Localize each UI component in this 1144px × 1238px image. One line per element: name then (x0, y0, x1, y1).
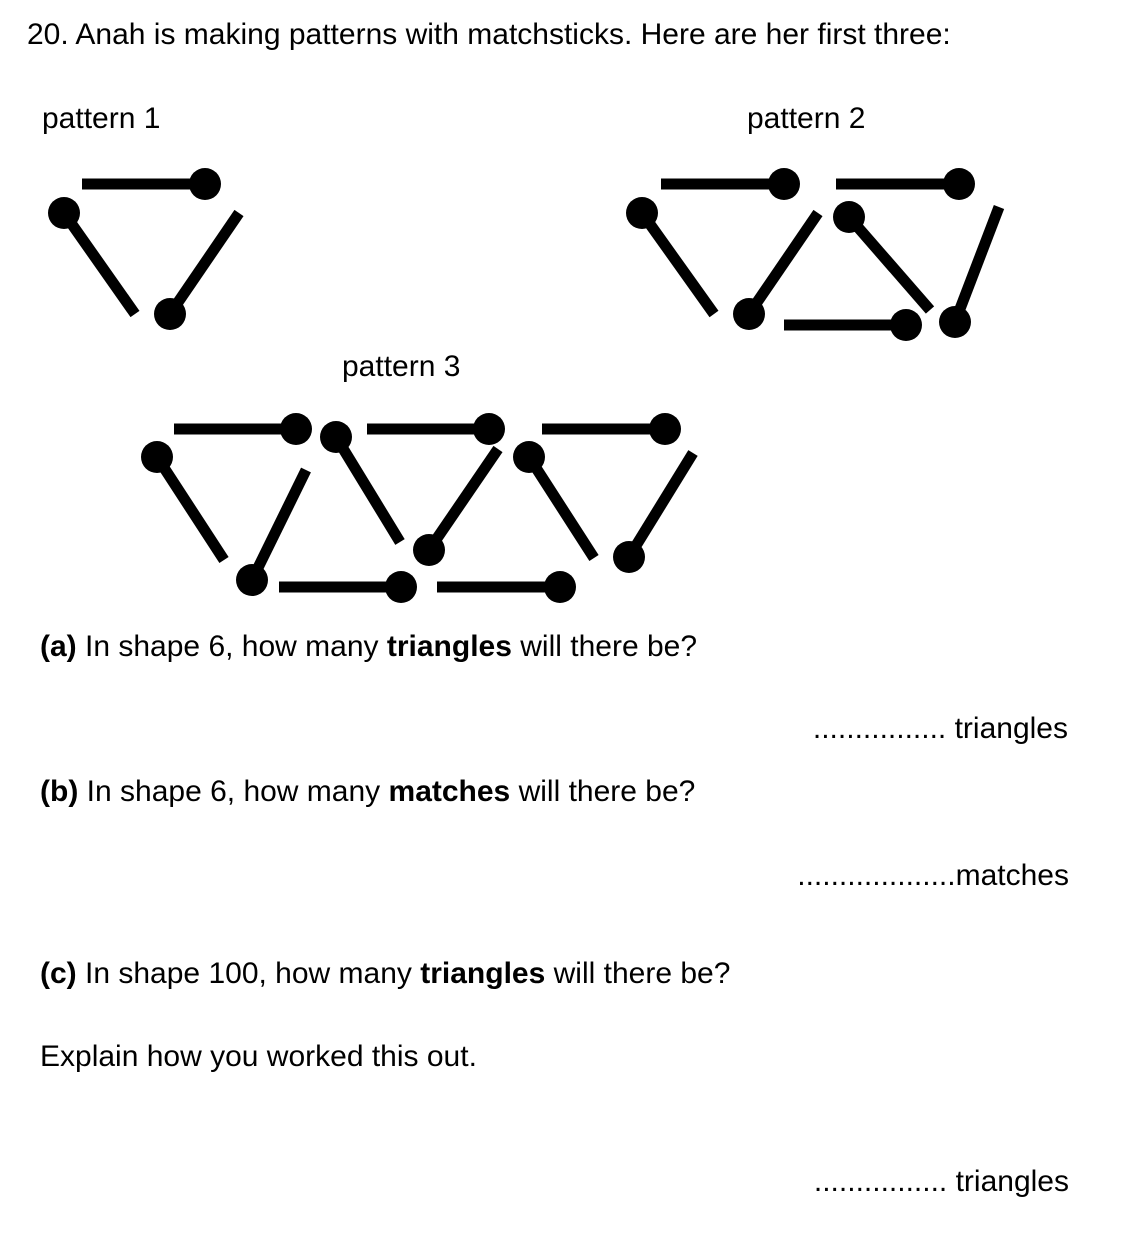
part-c-explain: Explain how you worked this out. (40, 1040, 477, 1073)
part-a-answer-unit: triangles (954, 712, 1068, 745)
part-b-answer: ...................matches (797, 861, 1069, 891)
match-head (154, 298, 186, 330)
part-a-pre: In shape 6, how many (85, 630, 379, 663)
pattern-3-group (141, 413, 698, 603)
match-head (768, 168, 800, 200)
matchstick (637, 209, 719, 318)
part-c-pre: In shape 100, how many (85, 957, 412, 990)
pattern-1-label: pattern 1 (42, 102, 161, 135)
match-head (544, 571, 576, 603)
part-a-tag: (a) (40, 630, 77, 663)
match-head (613, 541, 645, 573)
matchstick (165, 209, 244, 318)
part-a-answer: ................ triangles (813, 714, 1068, 744)
match-head (141, 441, 173, 473)
part-a-answer-dots[interactable]: ................ (812, 712, 947, 745)
matchstick (744, 209, 823, 318)
matchstick (424, 445, 503, 554)
match-head (236, 564, 268, 596)
question-intro: Anah is making patterns with matchsticks… (75, 18, 951, 51)
matchstick (247, 467, 311, 583)
match-head (48, 197, 80, 229)
pattern-2-label: pattern 2 (747, 102, 866, 135)
matchstick (152, 454, 229, 563)
part-b-bold: matches (388, 775, 511, 808)
matchstick (844, 213, 935, 314)
part-b-post: will there be? (518, 775, 696, 808)
match-head (473, 413, 505, 445)
match-head (943, 168, 975, 200)
part-a-bold: triangles (386, 630, 512, 663)
pattern-2-group (626, 168, 1005, 341)
part-c-answer: ................ triangles (814, 1167, 1069, 1197)
matchstick (949, 205, 1005, 324)
pattern-1-group (48, 168, 244, 330)
pattern-3-label: pattern 3 (342, 350, 461, 383)
match-head (649, 413, 681, 445)
match-head (280, 413, 312, 445)
part-b-pre: In shape 6, how many (86, 775, 381, 808)
match-head (939, 306, 971, 338)
part-a-post: will there be? (520, 630, 698, 663)
matchstick (59, 209, 140, 318)
part-c-tag: (c) (40, 957, 77, 990)
matchstick (524, 454, 599, 561)
part-b-answer-dots[interactable]: ................... (797, 859, 956, 892)
part-b-question: (b) In shape 6, how many matches will th… (40, 777, 695, 807)
part-c-post: will there be? (553, 957, 731, 990)
part-b-answer-unit: matches (955, 859, 1069, 892)
match-head (626, 197, 658, 229)
match-head (890, 309, 922, 341)
part-c-question: (c) In shape 100, how many triangles wil… (40, 959, 730, 989)
match-head (833, 201, 865, 233)
part-c-bold: triangles (420, 957, 546, 990)
match-head (189, 168, 221, 200)
match-head (385, 571, 417, 603)
matchstick (331, 434, 405, 545)
question-number: 20. (27, 18, 69, 51)
part-c-answer-dots[interactable]: ................ (813, 1165, 948, 1198)
match-head (413, 534, 445, 566)
match-head (733, 298, 765, 330)
match-head (513, 441, 545, 473)
part-a-question: (a) In shape 6, how many triangles will … (40, 632, 697, 662)
part-b-tag: (b) (40, 775, 79, 808)
matchstick (624, 450, 698, 560)
match-head (320, 421, 352, 453)
part-c-answer-unit: triangles (955, 1165, 1069, 1198)
question-heading: 20. Anah is making patterns with matchst… (27, 20, 951, 50)
